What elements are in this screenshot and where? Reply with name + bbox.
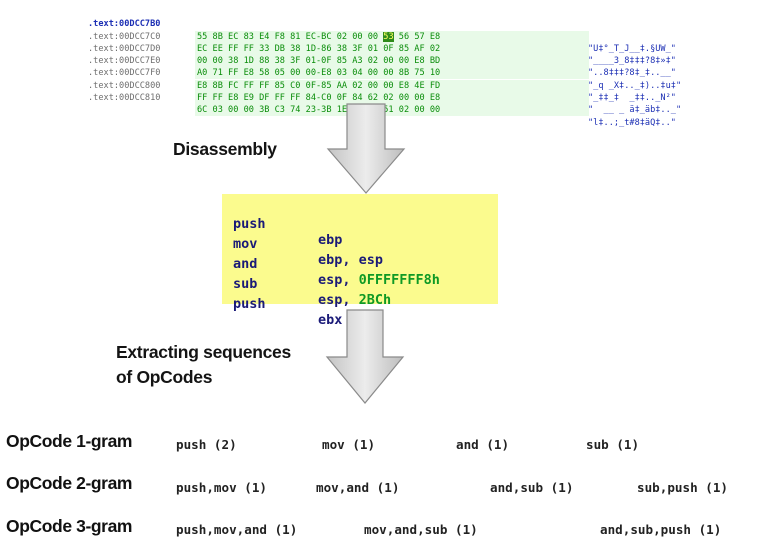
ngram-1-label: OpCode 1-gram	[6, 431, 133, 451]
hex-bytes: EC EE FF FF 33 DB 38 1D-86 38 3F 01 0F 8…	[195, 42, 589, 55]
ngram-2-item: mov,and (1)	[316, 480, 400, 495]
hex-ascii: "____3_8‡‡‡?8‡»‡"	[588, 56, 676, 67]
hex-address: .text:00DCC800	[88, 80, 161, 91]
hex-address: .text:00DCC7D0	[88, 43, 161, 54]
ngram-2-item: and,sub (1)	[490, 480, 574, 495]
asm-line: mov ebp, esp	[233, 220, 383, 268]
ngram-1-item: sub (1)	[586, 437, 640, 452]
ngram-1-item: push (2)	[176, 437, 237, 452]
hex-bytes: FF FF E8 E9 DF FF FF 84-C0 0F 84 62 02 0…	[195, 92, 589, 105]
hex-ascii: " __ _ ä‡_äb‡.._"	[588, 105, 682, 116]
down-arrow-icon	[325, 309, 405, 405]
hex-address: .text:00DCC810	[88, 93, 161, 104]
asm-line: push ebx	[233, 280, 342, 328]
asm-mnemonic: push	[233, 216, 266, 232]
hex-ascii: "_q _X‡.._‡)..‡u‡"	[588, 80, 682, 91]
ngram-3-item: mov,and,sub (1)	[364, 522, 478, 537]
hex-address: .text:00DCC7F0	[88, 68, 161, 79]
extracting-label-line2: of OpCodes	[116, 367, 213, 387]
asm-immediate: 0FFFFFFF8h	[358, 272, 440, 288]
hex-address: .text:00DCC7C0	[88, 31, 161, 42]
asm-mnemonic: sub	[233, 276, 258, 292]
ngram-1-item: mov (1)	[322, 437, 376, 452]
hex-bytes: A0 71 FF E8 58 05 00 00-E8 03 04 00 00 8…	[195, 67, 589, 80]
asm-line: push ebp	[233, 200, 342, 248]
hex-bytes: 00 00 38 1D 88 38 3F 01-0F 85 A3 02 00 0…	[195, 55, 589, 68]
hex-row: .text:00DCC800 FF FF E8 E9 DF FF FF 84-C…	[88, 68, 681, 116]
asm-operand: ebx	[318, 312, 343, 328]
hex-dump-panel: .text:00DCC7B0 55 8B EC 83 E4 F8 81 EC-B…	[88, 6, 681, 128]
asm-operand: esp,	[318, 292, 359, 308]
hex-ascii: "_‡‡_‡ _‡‡.._N²"	[588, 93, 676, 104]
ngram-2-label: OpCode 2-gram	[6, 473, 133, 493]
ngram-3-item: and,sub,push (1)	[600, 522, 722, 537]
asm-operand: esp,	[318, 272, 359, 288]
asm-mnemonic: and	[233, 256, 258, 272]
hex-bytes: 55 8B EC 83 E4 F8 81 EC-BC 02 00 00 53 5…	[195, 30, 589, 43]
ngram-1-item: and (1)	[456, 437, 510, 452]
ngram-2-item: push,mov (1)	[176, 480, 267, 495]
hex-address: .text:00DCC7B0	[88, 19, 161, 30]
ngram-3-item: push,mov,and (1)	[176, 522, 298, 537]
hex-ascii: "l‡..;_t#8‡äQ‡.."	[588, 117, 676, 128]
ngram-3-label: OpCode 3-gram	[6, 516, 133, 536]
disassembly-label: Disassembly	[173, 139, 277, 159]
hex-address: .text:00DCC7E0	[88, 56, 161, 67]
hex-bytes: E8 8B FC FF FF 85 C0 0F-85 AA 02 00 00 E…	[195, 79, 589, 92]
asm-operand: ebp	[318, 232, 343, 248]
hex-row: .text:00DCC7C0 EC EE FF FF 33 DB 38 1D-8…	[88, 18, 676, 67]
asm-mnemonic: push	[233, 296, 266, 312]
asm-line: sub esp, 2BCh	[233, 260, 391, 308]
hex-row: .text:00DCC7B0 55 8B EC 83 E4 F8 81 EC-B…	[88, 6, 676, 54]
extracting-label-line1: Extracting sequences	[116, 342, 291, 362]
asm-immediate: 2BCh	[358, 292, 392, 308]
hex-row: .text:00DCC7F0 E8 8B FC FF FF 85 C0 0F-8…	[88, 55, 676, 103]
asm-line: and esp, 0FFFFFFF8h	[233, 240, 440, 288]
disassembly-box: push ebp mov ebp, esp and esp, 0FFFFFFF8…	[222, 194, 498, 328]
down-arrow-icon	[326, 103, 406, 195]
hex-row: .text:00DCC7D0 00 00 38 1D 88 38 3F 01-0…	[88, 31, 676, 79]
asm-operand: ebp, esp	[318, 252, 384, 268]
asm-mnemonic: mov	[233, 236, 258, 252]
hex-row: .text:00DCC810 6C 03 00 00 3B C3 74 23-3…	[88, 80, 676, 128]
hex-highlight-byte: 53	[383, 31, 394, 42]
hex-ascii: "U‡°_T_J__‡.§UW_"	[588, 43, 676, 54]
ngram-2-item: sub,push (1)	[637, 480, 728, 495]
hex-ascii: "..8‡‡‡?8‡_‡..__"	[588, 68, 676, 79]
hex-row: .text:00DCC7E0 A0 71 FF E8 58 05 00 00-E…	[88, 43, 681, 91]
